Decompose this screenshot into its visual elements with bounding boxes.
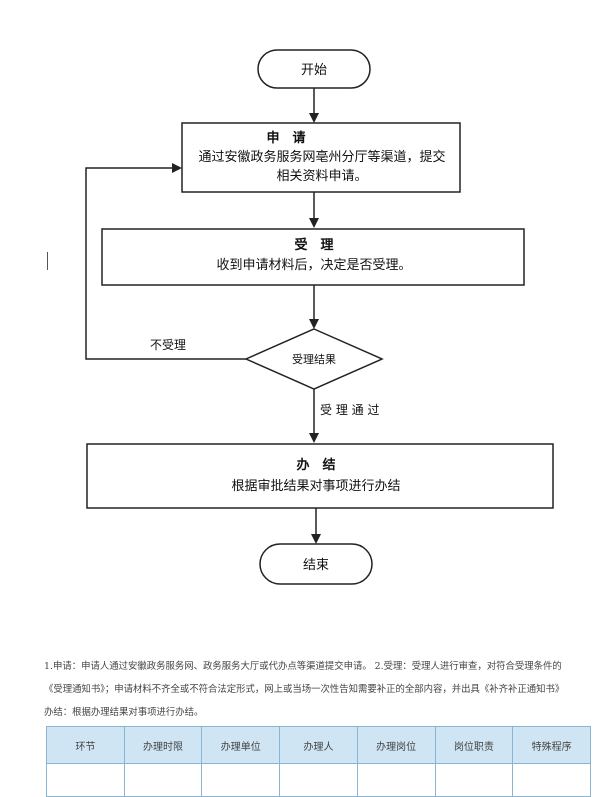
accepted-label: 受 理 通 过	[320, 403, 379, 417]
apply-title: 申 请	[266, 130, 305, 146]
accept-node: 受 理 收到申请材料后，决定是否受理。	[101, 228, 525, 286]
apply-line1: 通过安徽政务服务网亳州分厅等渠道，提交	[198, 149, 445, 165]
start-node: 开始	[257, 49, 371, 89]
text-cursor	[47, 252, 48, 270]
header-handler: 办理人	[279, 726, 358, 764]
apply-node: 申 请 通过安徽政务服务网亳州分厅等渠道，提交 相关资料申请。	[181, 122, 461, 193]
header-time-limit: 办理时限	[123, 726, 203, 764]
header-stage: 环节	[46, 726, 125, 764]
not-accepted-label: 不受理	[150, 338, 186, 352]
header-unit: 办理单位	[201, 726, 281, 764]
accept-title: 受 理	[294, 237, 333, 253]
accept-line1: 收到申请材料后，决定是否受理。	[216, 258, 411, 273]
header-position: 办理岗位	[356, 726, 436, 764]
table-cell	[356, 763, 436, 797]
flowchart: 开始 申 请 通过安徽政务服务网亳州分厅等渠道，提交 相关资料申请。 受 理 收…	[85, 49, 554, 585]
table-cell	[123, 763, 203, 797]
start-label: 开始	[301, 63, 327, 78]
table-cell	[434, 763, 514, 797]
table-cell	[512, 763, 591, 797]
finish-title: 办 结	[296, 457, 335, 473]
finish-line1: 根据审批结果对事项进行办结	[231, 479, 400, 494]
finish-node: 办 结 根据审批结果对事项进行办结	[86, 443, 554, 509]
header-duties: 岗位职责	[434, 726, 514, 764]
notes-line-1: 1.申请：申请人通过安徽政务服务网、政务服务大厅或代办点等渠道提交申请。 2.受…	[44, 661, 562, 672]
table-cell	[279, 763, 358, 797]
process-table: 环节 办理时限 办理单位 办理人 办理岗位 岗位职责 特殊程序	[46, 726, 591, 797]
edge-not-accepted	[85, 163, 246, 360]
decision-node: 受理结果	[244, 328, 384, 390]
process-notes: 1.申请：申请人通过安徽政务服务网、政务服务大厅或代办点等渠道提交申请。 2.受…	[44, 655, 589, 724]
table-header-row: 环节 办理时限 办理单位 办理人 办理岗位 岗位职责 特殊程序	[46, 726, 591, 764]
end-label: 结束	[303, 558, 329, 573]
apply-line2: 相关资料申请。	[276, 169, 367, 184]
header-special: 特殊程序	[512, 726, 591, 764]
table-cell	[46, 763, 125, 797]
table-cell	[201, 763, 281, 797]
decision-label: 受理结果	[292, 353, 336, 366]
end-node: 结束	[259, 543, 373, 585]
table-row	[46, 763, 591, 797]
notes-line-3: 办结：根据办理结果对事项进行办结。	[44, 707, 204, 718]
notes-line-2: 《受理通知书》；申请材料不齐全或不符合法定形式，网上或当场一次性告知需要补正的全…	[44, 684, 565, 695]
